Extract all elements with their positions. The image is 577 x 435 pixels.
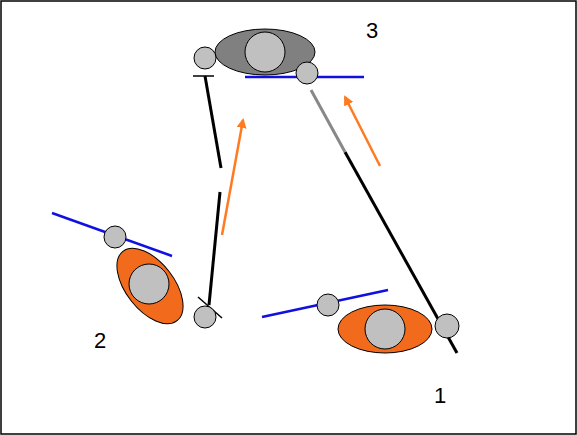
callout-number: 1 bbox=[434, 385, 446, 407]
robot-2 bbox=[104, 226, 216, 335]
robot-3 bbox=[194, 29, 318, 84]
tick bbox=[193, 75, 214, 77]
path-line bbox=[311, 90, 345, 152]
path-line bbox=[205, 76, 221, 168]
callout-number: 2 bbox=[94, 330, 106, 352]
motion-arrow bbox=[345, 97, 380, 166]
heading-line bbox=[52, 213, 172, 256]
robot-1 bbox=[317, 294, 459, 353]
path-line bbox=[209, 192, 220, 305]
callout-number: 3 bbox=[366, 20, 378, 42]
motion-arrow bbox=[222, 120, 243, 235]
